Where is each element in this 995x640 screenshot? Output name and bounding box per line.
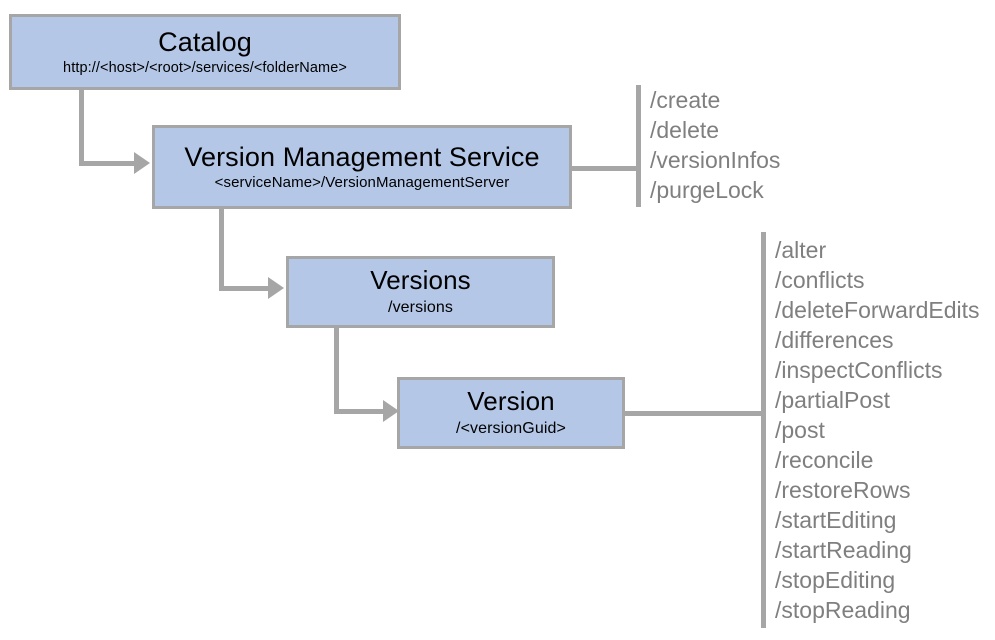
connector-vms-to-service-operations — [572, 166, 640, 171]
operation-item-delete-forward-edits[interactable]: /deleteForwardEdits — [775, 297, 980, 323]
connector-vms-to-versions-horizontal — [219, 286, 269, 291]
connector-vms-to-versions-vertical — [219, 209, 224, 291]
node-catalog-title: Catalog — [158, 27, 252, 58]
node-vms-subtitle: <serviceName>/VersionManagementServer — [214, 174, 510, 192]
operation-item-create[interactable]: /create — [650, 87, 721, 113]
node-vms-title: Version Management Service — [184, 141, 540, 172]
connector-catalog-to-vms-horizontal — [79, 161, 135, 166]
bracket-version-operations — [761, 232, 766, 628]
operation-item-start-reading[interactable]: /startReading — [775, 537, 912, 563]
node-version[interactable]: Version /<versionGuid> — [397, 377, 625, 449]
operation-item-purge-lock[interactable]: /purgeLock — [650, 177, 764, 203]
operation-item-start-editing[interactable]: /startEditing — [775, 507, 897, 533]
node-versions-subtitle: /versions — [388, 299, 453, 317]
operation-item-differences[interactable]: /differences — [775, 327, 894, 353]
operation-item-post[interactable]: /post — [775, 417, 825, 443]
operation-item-reconcile[interactable]: /reconcile — [775, 447, 874, 473]
connector-versions-to-version-horizontal — [334, 409, 384, 414]
connector-versions-to-version-vertical — [334, 328, 339, 414]
operation-item-partial-post[interactable]: /partialPost — [775, 387, 891, 413]
connector-version-to-version-operations — [625, 411, 765, 416]
operation-item-restore-rows[interactable]: /restoreRows — [775, 477, 911, 503]
bracket-service-operations — [636, 85, 641, 207]
arrowhead-versions-to-version — [383, 400, 399, 422]
node-versions[interactable]: Versions /versions — [286, 256, 555, 328]
operation-list-service: /create /delete /versionInfos /purgeLock — [650, 85, 780, 205]
operation-item-inspect-conflicts[interactable]: /inspectConflicts — [775, 357, 943, 383]
connector-catalog-to-vms-vertical — [79, 90, 84, 166]
operation-item-delete[interactable]: /delete — [650, 117, 720, 143]
operation-item-stop-reading[interactable]: /stopReading — [775, 597, 911, 623]
node-version-title: Version — [467, 385, 555, 416]
arrowhead-vms-to-versions — [268, 277, 284, 299]
operation-item-conflicts[interactable]: /conflicts — [775, 267, 865, 293]
node-catalog[interactable]: Catalog http://<host>/<root>/services/<f… — [9, 14, 401, 90]
operation-list-version: /alter /conflicts /deleteForwardEdits /d… — [775, 235, 980, 625]
operation-item-stop-editing[interactable]: /stopEditing — [775, 567, 896, 593]
node-version-subtitle: /<versionGuid> — [456, 420, 566, 438]
operation-item-version-infos[interactable]: /versionInfos — [650, 147, 781, 173]
arrowhead-catalog-to-vms — [134, 152, 150, 174]
node-catalog-subtitle: http://<host>/<root>/services/<folderNam… — [63, 59, 347, 76]
node-versions-title: Versions — [370, 264, 471, 295]
operation-item-alter[interactable]: /alter — [775, 237, 827, 263]
node-version-management-service[interactable]: Version Management Service <serviceName>… — [152, 125, 572, 209]
